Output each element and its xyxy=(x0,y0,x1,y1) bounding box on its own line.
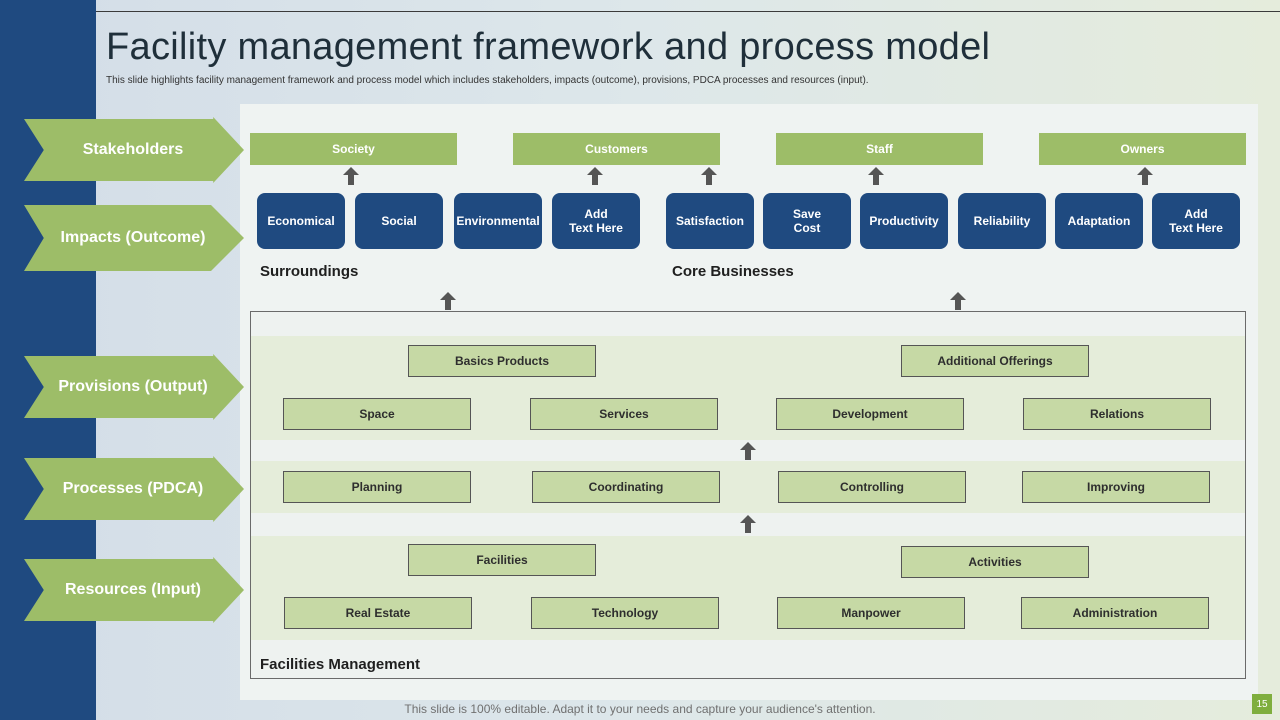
resource-technology: Technology xyxy=(531,597,719,629)
provision-space: Space xyxy=(283,398,471,430)
impact-satisfaction: Satisfaction xyxy=(666,193,754,249)
up-arrow-icon xyxy=(740,442,756,460)
up-arrow-icon xyxy=(868,167,884,185)
section-facilities-management: Facilities Management xyxy=(260,656,421,673)
slide-title: Facility management framework and proces… xyxy=(106,26,991,68)
up-arrow-icon xyxy=(440,292,456,310)
impact-productivity: Productivity xyxy=(860,193,948,249)
up-arrow-icon xyxy=(1137,167,1153,185)
provision-basics-products: Basics Products xyxy=(408,345,596,377)
up-arrow-icon xyxy=(950,292,966,310)
process-planning: Planning xyxy=(283,471,471,503)
stakeholder-society: Society xyxy=(250,133,457,165)
row-label-text: Stakeholders xyxy=(82,141,184,158)
resource-manpower: Manpower xyxy=(777,597,965,629)
row-label-resources: Resources (Input) xyxy=(24,557,244,623)
section-surroundings: Surroundings xyxy=(260,263,359,280)
impact-add-text-1: Add Text Here xyxy=(552,193,640,249)
top-divider xyxy=(96,11,1280,12)
stakeholder-customers: Customers xyxy=(513,133,720,165)
impact-add-text-2: Add Text Here xyxy=(1152,193,1240,249)
row-label-text: Resources (Input) xyxy=(64,581,201,598)
up-arrow-icon xyxy=(701,167,717,185)
row-label-provisions: Provisions (Output) xyxy=(24,354,244,420)
process-improving: Improving xyxy=(1022,471,1210,503)
resource-real-estate: Real Estate xyxy=(284,597,472,629)
impact-adaptation: Adaptation xyxy=(1055,193,1143,249)
impact-reliability: Reliability xyxy=(958,193,1046,249)
provision-additional-offerings: Additional Offerings xyxy=(901,345,1089,377)
row-label-processes: Processes (PDCA) xyxy=(24,456,244,522)
resource-administration: Administration xyxy=(1021,597,1209,629)
process-controlling: Controlling xyxy=(778,471,966,503)
impact-save-cost: Save Cost xyxy=(763,193,851,249)
impact-economical: Economical xyxy=(257,193,345,249)
row-label-impacts: Impacts (Outcome) xyxy=(24,205,244,271)
stakeholder-staff: Staff xyxy=(776,133,983,165)
up-arrow-icon xyxy=(343,167,359,185)
row-label-stakeholders: Stakeholders xyxy=(24,117,244,183)
up-arrow-icon xyxy=(740,515,756,533)
impact-social: Social xyxy=(355,193,443,249)
process-coordinating: Coordinating xyxy=(532,471,720,503)
row-label-text: Processes (PDCA) xyxy=(62,480,204,497)
row-label-text: Impacts (Outcome) xyxy=(60,229,206,246)
page-number: 15 xyxy=(1252,694,1272,714)
slide-subtitle: This slide highlights facility managemen… xyxy=(106,75,869,86)
provision-relations: Relations xyxy=(1023,398,1211,430)
provision-services: Services xyxy=(530,398,718,430)
impact-environmental: Environmental xyxy=(454,193,542,249)
resource-activities: Activities xyxy=(901,546,1089,578)
up-arrow-icon xyxy=(587,167,603,185)
stakeholder-owners: Owners xyxy=(1039,133,1246,165)
row-label-text: Provisions (Output) xyxy=(58,378,208,395)
provision-development: Development xyxy=(776,398,964,430)
footer-note: This slide is 100% editable. Adapt it to… xyxy=(404,702,876,716)
section-core-businesses: Core Businesses xyxy=(672,263,794,280)
resource-facilities: Facilities xyxy=(408,544,596,576)
